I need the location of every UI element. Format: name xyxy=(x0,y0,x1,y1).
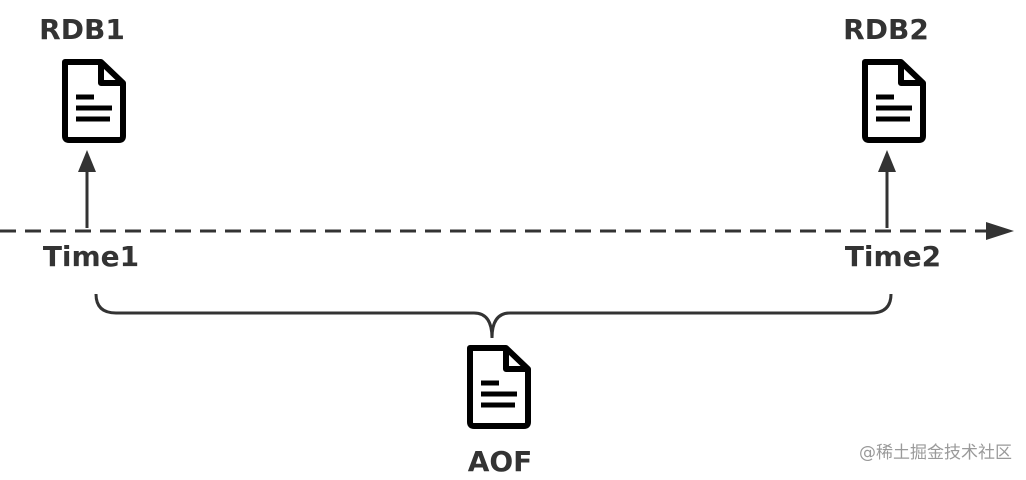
timeline-arrowhead xyxy=(986,222,1014,240)
rdb2-label: RDB2 xyxy=(843,13,929,46)
aof-brace xyxy=(94,293,893,339)
document-icon xyxy=(862,59,926,143)
arrow-time1-to-rdb1 xyxy=(78,150,96,228)
time2-label: Time2 xyxy=(845,240,941,273)
watermark: @稀土掘金技术社区 xyxy=(859,443,1012,463)
arrow-time2-to-rdb2 xyxy=(878,150,896,228)
document-icon xyxy=(467,345,531,429)
document-icon xyxy=(62,59,126,143)
aof-label: AOF xyxy=(468,445,533,478)
rdb1-label: RDB1 xyxy=(39,13,125,46)
time1-label: Time1 xyxy=(43,240,139,273)
timeline xyxy=(0,222,1014,240)
